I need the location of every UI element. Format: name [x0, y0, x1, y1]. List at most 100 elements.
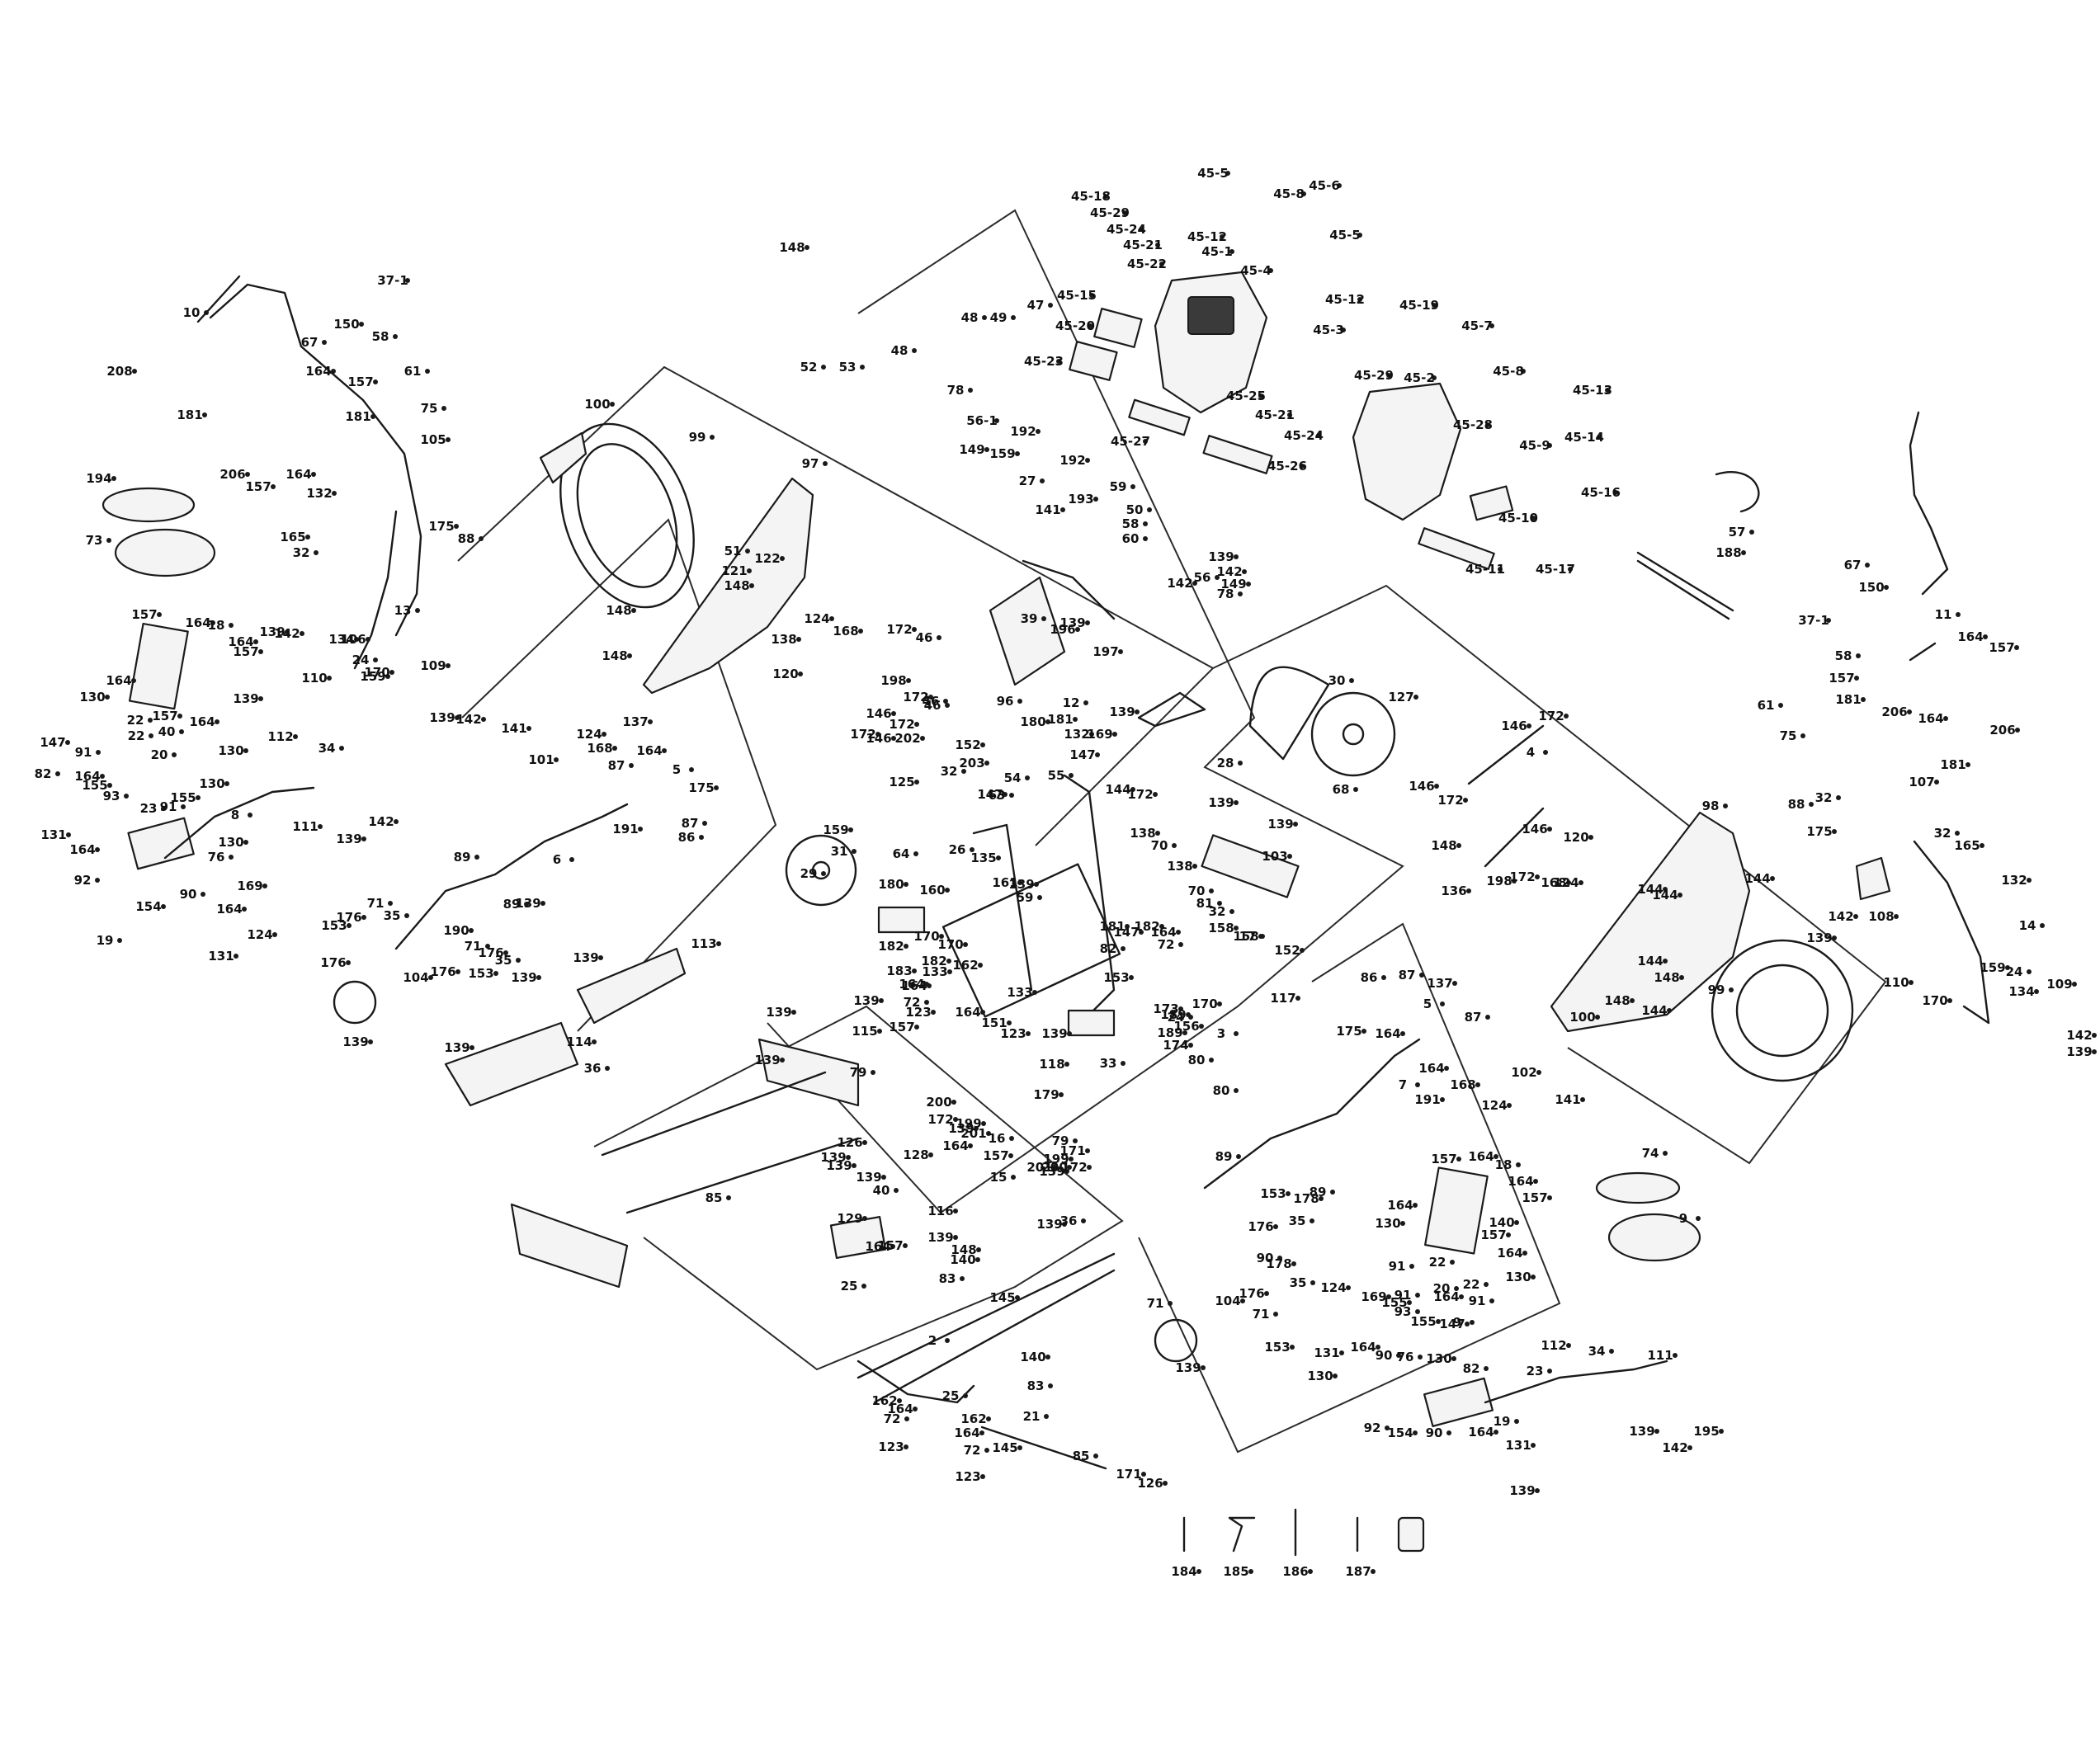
callout-right-rail-22: 104 — [1215, 1294, 1240, 1308]
leader-dot-left-pedal-arm-25 — [224, 781, 229, 786]
pulley-29-hub — [811, 860, 831, 880]
callout-center-frame-79: 179 — [1033, 1087, 1059, 1102]
callout-right-pedal-arm-12: 130 — [1505, 1270, 1531, 1284]
leader-dot-left-handlebar-9 — [373, 379, 378, 384]
callout-right-handlebar-23: 108 — [1868, 909, 1894, 924]
callout-right-rail-21: 139 — [1175, 1360, 1201, 1375]
callout-right-pedal-arm-26: 164 — [1350, 1340, 1376, 1355]
leader-dot-right-handlebar-25 — [1832, 935, 1837, 940]
callout-covers-17: 139 — [856, 1170, 881, 1185]
right-pedal — [1423, 1166, 1701, 1427]
leader-dot-right-pedal-arm-27 — [1396, 1353, 1401, 1358]
leader-dot-covers-21 — [1011, 1175, 1016, 1180]
leader-dot-console-group-14 — [1432, 303, 1437, 308]
leader-dot-center-frame-72 — [1121, 946, 1126, 951]
callout-left-handlebar-33: 142 — [455, 712, 481, 727]
block-118 — [1067, 1009, 1116, 1037]
leader-dot-wires-group-10 — [1015, 451, 1020, 456]
callout-left-pedal-arm-22: 93 — [103, 789, 120, 803]
leader-dot-right-flywheel-18 — [1663, 887, 1668, 892]
callout-console-group-9: 45-1 — [1201, 244, 1233, 259]
callout-base-35: 85 — [1073, 1449, 1090, 1463]
leader-dot-console-group-31 — [1613, 490, 1618, 495]
callout-center-frame-69: 151 — [981, 1016, 1007, 1030]
leader-dot-center-frame-12 — [875, 732, 880, 737]
callout-right-flywheel-18: 144 — [1637, 882, 1663, 897]
callout-wires-group-13: 141 — [1035, 502, 1060, 517]
callout-center-frame-98: 139 — [1109, 704, 1135, 719]
leader-dot-left-pedal-arm-0 — [157, 612, 162, 617]
leader-dot-base-19 — [1015, 1295, 1020, 1300]
leader-dot-right-flywheel-11 — [1535, 874, 1540, 879]
leader-dot-left-pedal-arm-19 — [55, 771, 60, 776]
callout-left-pedal-arm-11: 147 — [40, 735, 65, 750]
callout-right-handlebar-27: 159 — [1980, 960, 2005, 975]
callout-base-2: 199 — [956, 1116, 981, 1131]
leader-dot-left-pedal-arm-30 — [243, 840, 248, 845]
leader-dot-base-5 — [928, 1152, 933, 1157]
pulley-68-hub — [1342, 723, 1365, 746]
leader-dot-base-8 — [1052, 1165, 1057, 1170]
leader-dot-left-pedal-arm-18 — [243, 748, 248, 753]
leader-dot-center-frame-71 — [1139, 930, 1144, 935]
leader-dot-center-frame-96 — [1017, 699, 1022, 704]
center-frame — [785, 559, 1300, 1037]
callout-console-group-29: 45-9 — [1519, 438, 1550, 453]
callout-center-frame-99: 142 — [1167, 576, 1192, 591]
leader-dot-base-4 — [1009, 1136, 1014, 1141]
leader-dot-right-handlebar-7 — [1854, 676, 1859, 681]
leader-dot-left-rail-11 — [702, 821, 707, 826]
callout-center-frame-23: 132 — [1064, 727, 1089, 742]
leader-dot-covers-17 — [881, 1175, 886, 1180]
callout-console-group-15: 45-20 — [1055, 318, 1095, 333]
callout-right-pedal-arm-10: 91 — [1389, 1259, 1406, 1274]
callout-left-rail-27: 153 — [468, 966, 493, 981]
leader-dot-right-handlebar-26 — [1909, 980, 1914, 985]
leader-dot-right-pedal-arm-34 — [1385, 1425, 1390, 1430]
callout-right-rail-24: 178 — [1266, 1256, 1291, 1271]
callout-left-handlebar-15: 132 — [306, 486, 332, 501]
callout-center-frame-21: 180 — [1020, 714, 1045, 729]
callout-right-pedal-arm-43: 139 — [1629, 1424, 1654, 1439]
callout-center-frame-33: 64 — [893, 846, 910, 861]
callout-wires-group-9: 192 — [1010, 424, 1036, 439]
callout-center-frame-97: 197 — [1092, 644, 1118, 659]
callout-base-25: 164 — [887, 1402, 913, 1416]
leader-dot-left-flywheel-0 — [610, 402, 615, 407]
leader-dot-covers-14 — [1085, 1148, 1090, 1153]
callout-covers-13: 126 — [837, 1135, 862, 1150]
callout-right-flywheel-0: 28 — [1217, 756, 1234, 770]
leader-dot-wires-group-11 — [1040, 478, 1045, 483]
leader-dot-left-pedal-arm-27 — [248, 813, 252, 818]
leader-dot-center-frame-82 — [1178, 1006, 1183, 1011]
leader-dot-left-handlebar-16 — [305, 535, 310, 540]
leader-dot-left-rail-8 — [714, 785, 719, 790]
callout-right-pedal-arm-46: 74 — [1642, 1146, 1659, 1161]
callout-left-handlebar-18: 105 — [420, 432, 446, 447]
callout-base-15: 157 — [877, 1238, 903, 1253]
leader-dot-right-pedal-arm-10 — [1409, 1264, 1414, 1269]
callout-center-frame-102: 149 — [1220, 577, 1246, 591]
console-assembly — [1069, 271, 1760, 620]
leader-dot-center-frame-102 — [1246, 582, 1251, 587]
callout-center-frame-11: 146 — [866, 706, 891, 721]
callout-right-flywheel-9: 148 — [1431, 838, 1456, 853]
callout-left-handlebar-7: 208 — [106, 364, 132, 379]
leader-dot-console-group-28 — [1485, 422, 1490, 427]
leader-dot-right-handlebar-33 — [2092, 1049, 2097, 1054]
leader-dot-right-rail-5 — [1440, 1001, 1445, 1006]
callout-center-frame-94: 139 — [1059, 615, 1085, 630]
callout-center-frame-104: 56 — [1194, 570, 1211, 585]
leader-dot-console-group-36 — [1741, 550, 1746, 555]
leader-dot-center-frame-55 — [904, 944, 908, 949]
right-flywheel-region — [1212, 584, 1887, 1165]
leader-dot-console-group-1 — [1225, 171, 1230, 176]
callout-base-3: 201 — [960, 1126, 986, 1141]
callout-center-frame-65: 123 — [905, 1005, 931, 1020]
callout-base-23: 83 — [1027, 1378, 1045, 1393]
leader-dot-right-flywheel-13 — [1512, 879, 1517, 884]
console-upper-housing — [1154, 271, 1268, 414]
callout-center-frame-56: 170 — [913, 929, 939, 944]
leader-dot-left-handlebar-22 — [106, 538, 111, 543]
